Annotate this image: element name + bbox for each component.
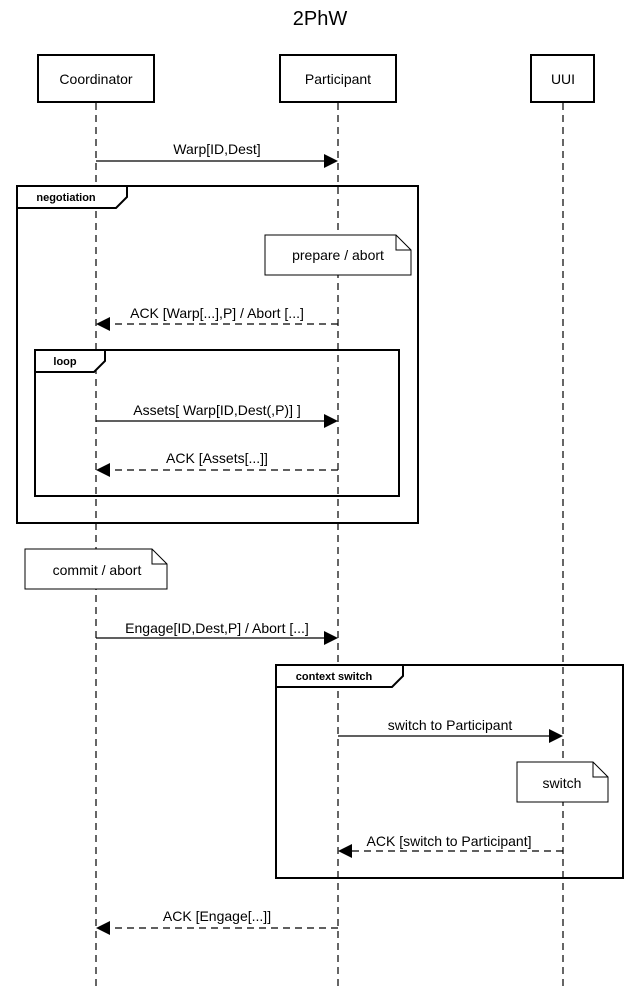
frame-context-switch[interactable]: context switch [275, 664, 624, 879]
message-ack-switch-label: ACK [switch to Participant] [367, 833, 532, 849]
message-ack-assets[interactable]: ACK [Assets[...]] [96, 450, 338, 477]
message-engage[interactable]: Engage[ID,Dest,P] / Abort [...] [96, 620, 338, 645]
frame-context-switch-tab [275, 664, 404, 688]
note-switch[interactable]: switch [516, 761, 609, 803]
frame-loop-label: loop [53, 356, 76, 368]
message-switch-to[interactable]: switch to Participant [338, 717, 563, 743]
message-warp-arrowhead [324, 154, 338, 168]
message-assets[interactable]: Assets[ Warp[ID,Dest(,P)] ] [96, 402, 338, 428]
message-ack-switch-arrowhead [338, 844, 352, 858]
frame-negotiation[interactable]: negotiation [16, 185, 419, 524]
note-prepare-label: prepare / abort [292, 247, 384, 263]
frame-negotiation-border [16, 185, 419, 524]
actor-participant-box [279, 54, 397, 103]
note-switch-shape [516, 761, 609, 803]
actor-uui-label: UUI [551, 71, 575, 87]
message-engage-arrowhead [324, 631, 338, 645]
message-assets-arrowhead [324, 414, 338, 428]
message-warp-label: Warp[ID,Dest] [173, 141, 260, 157]
message-ack-assets-label: ACK [Assets[...]] [166, 450, 268, 466]
frame-loop[interactable]: loop [34, 349, 400, 497]
frame-loop-tab [34, 349, 106, 373]
actor-participant[interactable]: Participant [279, 54, 397, 103]
message-switch-to-label: switch to Participant [388, 717, 513, 733]
message-ack-engage[interactable]: ACK [Engage[...]] [96, 908, 338, 935]
message-assets-label: Assets[ Warp[ID,Dest(,P)] ] [133, 402, 301, 418]
message-ack-warp-label: ACK [Warp[...],P] / Abort [...] [130, 305, 304, 321]
diagram-title: 2PhW [293, 8, 348, 30]
note-commit[interactable]: commit / abort [24, 548, 168, 590]
message-ack-engage-label: ACK [Engage[...]] [163, 908, 271, 924]
message-ack-switch[interactable]: ACK [switch to Participant] [338, 833, 563, 858]
actor-coordinator-label: Coordinator [59, 71, 132, 87]
frame-negotiation-label: negotiation [36, 192, 96, 204]
actor-coordinator[interactable]: Coordinator [37, 54, 155, 103]
note-prepare[interactable]: prepare / abort [264, 234, 412, 276]
note-prepare-shape [264, 234, 412, 276]
note-commit-shape [24, 548, 168, 590]
message-ack-warp[interactable]: ACK [Warp[...],P] / Abort [...] [96, 305, 338, 331]
message-ack-engage-arrowhead [96, 921, 110, 935]
message-ack-assets-arrowhead [96, 463, 110, 477]
message-switch-to-arrowhead [549, 729, 563, 743]
actor-coordinator-box [37, 54, 155, 103]
actor-participant-label: Participant [305, 71, 371, 87]
frame-loop-border [34, 349, 400, 497]
frame-context-switch-label: context switch [296, 671, 373, 683]
message-engage-label: Engage[ID,Dest,P] / Abort [...] [125, 620, 309, 636]
message-ack-warp-arrowhead [96, 317, 110, 331]
frame-context-switch-border [275, 664, 624, 879]
note-switch-label: switch [543, 775, 582, 791]
actor-uui-box [530, 54, 595, 103]
frame-negotiation-tab [16, 185, 128, 209]
actor-uui[interactable]: UUI [530, 54, 595, 103]
note-commit-label: commit / abort [53, 562, 142, 578]
message-warp[interactable]: Warp[ID,Dest] [96, 141, 338, 168]
